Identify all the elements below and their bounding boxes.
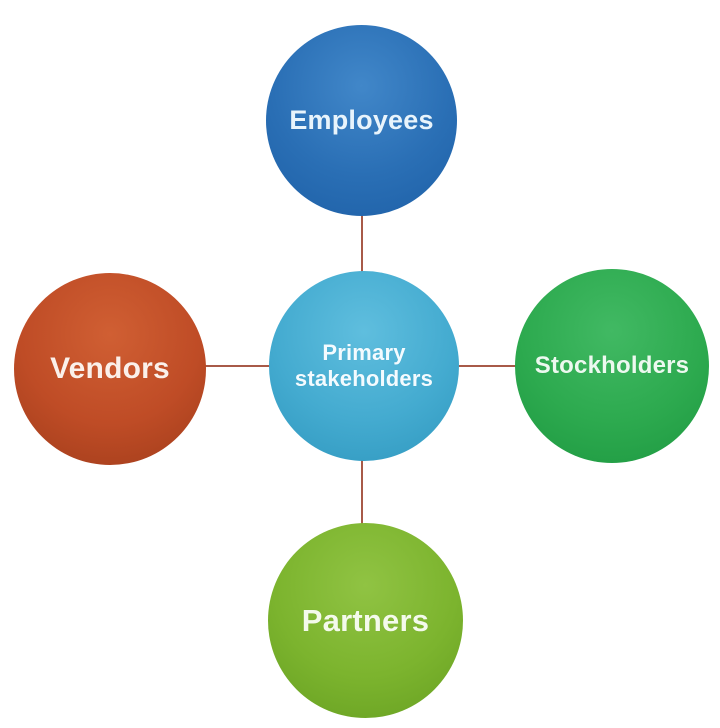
node-stockholders: Stockholders: [515, 269, 709, 463]
node-vendors: Vendors: [14, 273, 206, 465]
node-employees-label: Employees: [289, 104, 434, 135]
node-stockholders-label: Stockholders: [534, 352, 690, 380]
node-employees: Employees: [266, 25, 457, 216]
node-primary-stakeholders-label: Primary stakeholders: [294, 339, 434, 391]
node-vendors-label: Vendors: [50, 351, 170, 385]
node-partners: Partners: [268, 523, 463, 718]
node-partners-label: Partners: [301, 602, 430, 638]
node-primary-stakeholders: Primary stakeholders: [269, 271, 459, 461]
